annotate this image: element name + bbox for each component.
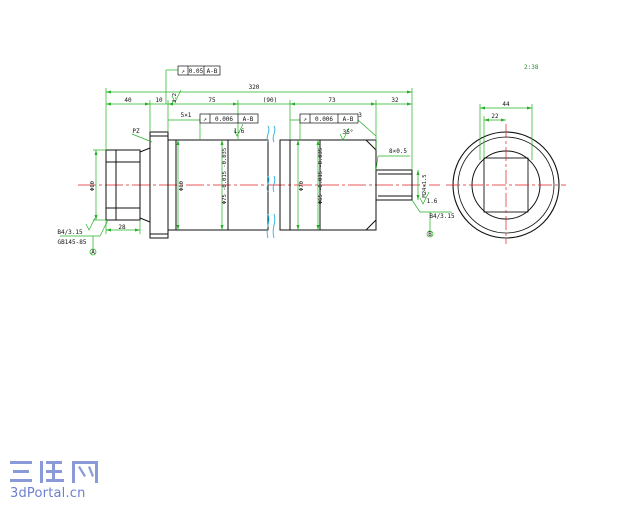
- segment-length: 73: [328, 97, 336, 104]
- roughness-label: 1.6: [234, 128, 245, 135]
- thread-ref-label: PZ: [132, 128, 140, 135]
- dimension-lines: [60, 69, 452, 256]
- diameter-label: Φ70: [299, 181, 305, 191]
- tolerance-frame: ↗ 0.006 A-B: [299, 113, 359, 124]
- watermark-url: 3dPortal.cn: [10, 486, 86, 501]
- tolerance-frame: ↗ 0.05 A-B: [177, 65, 221, 76]
- svg-text:0.05: 0.05: [189, 68, 204, 75]
- svg-text:0.006: 0.006: [315, 116, 333, 123]
- diameter-label: Φ75 -0.015 -0.035: [222, 148, 228, 204]
- svg-text:↗: ↗: [181, 68, 185, 75]
- watermark-logo: 3dPortal.cn: [8, 458, 118, 504]
- shaft-outline: [105, 131, 413, 239]
- angle-label: 35°: [343, 129, 354, 136]
- datum-label: B: [428, 231, 432, 238]
- break-marks: [266, 125, 276, 239]
- chamfer-label: 8×0.5: [389, 148, 407, 155]
- segment-length: 40: [124, 97, 132, 104]
- front-view: 320 40 10 75 (90) 73 32 5×1 3 8×0.5 ↗ 0.…: [57, 65, 455, 256]
- thread-label: M24×1.5: [422, 174, 428, 197]
- width-dim: 44: [502, 101, 510, 108]
- roughness-label: 3.2: [172, 93, 178, 103]
- sheet-label: 2:38: [524, 64, 539, 71]
- center-hole-note: B4/3.15: [57, 229, 83, 236]
- overall-length: 320: [249, 84, 260, 91]
- diameter-label: Φ60: [179, 181, 185, 191]
- chamfer-label: 3: [358, 112, 362, 119]
- svg-text:↗: ↗: [303, 116, 307, 123]
- diameter-label: Φ60: [90, 181, 96, 191]
- side-view: 44 22: [446, 101, 566, 244]
- datum-label: A: [91, 249, 95, 256]
- roughness-label: 1.6: [427, 198, 438, 205]
- svg-text:A-B: A-B: [343, 116, 354, 123]
- svg-text:A-B: A-B: [207, 68, 218, 75]
- key-dim: 22: [491, 113, 499, 120]
- segment-length: 32: [391, 97, 399, 104]
- center-hole-standard: GB145-85: [58, 239, 87, 246]
- tolerance-frame: ↗ 0.006 A-B: [199, 113, 259, 124]
- chamfer-label: 5×1: [181, 112, 192, 119]
- svg-text:A-B: A-B: [243, 116, 254, 123]
- svg-text:↗: ↗: [203, 116, 207, 123]
- roughness-symbols: [85, 89, 430, 231]
- logo-glyphs-icon: [10, 461, 98, 483]
- segment-length: 75: [208, 97, 216, 104]
- segment-length: (90): [263, 97, 277, 104]
- segment-length: 10: [155, 97, 163, 104]
- center-hole-note: B4/3.15: [429, 213, 455, 220]
- svg-text:0.006: 0.006: [215, 116, 233, 123]
- bore-depth: 28: [118, 224, 126, 231]
- diameter-label: Φ65 -0.015 -0.035: [318, 148, 324, 204]
- arrowheads: [94, 90, 420, 232]
